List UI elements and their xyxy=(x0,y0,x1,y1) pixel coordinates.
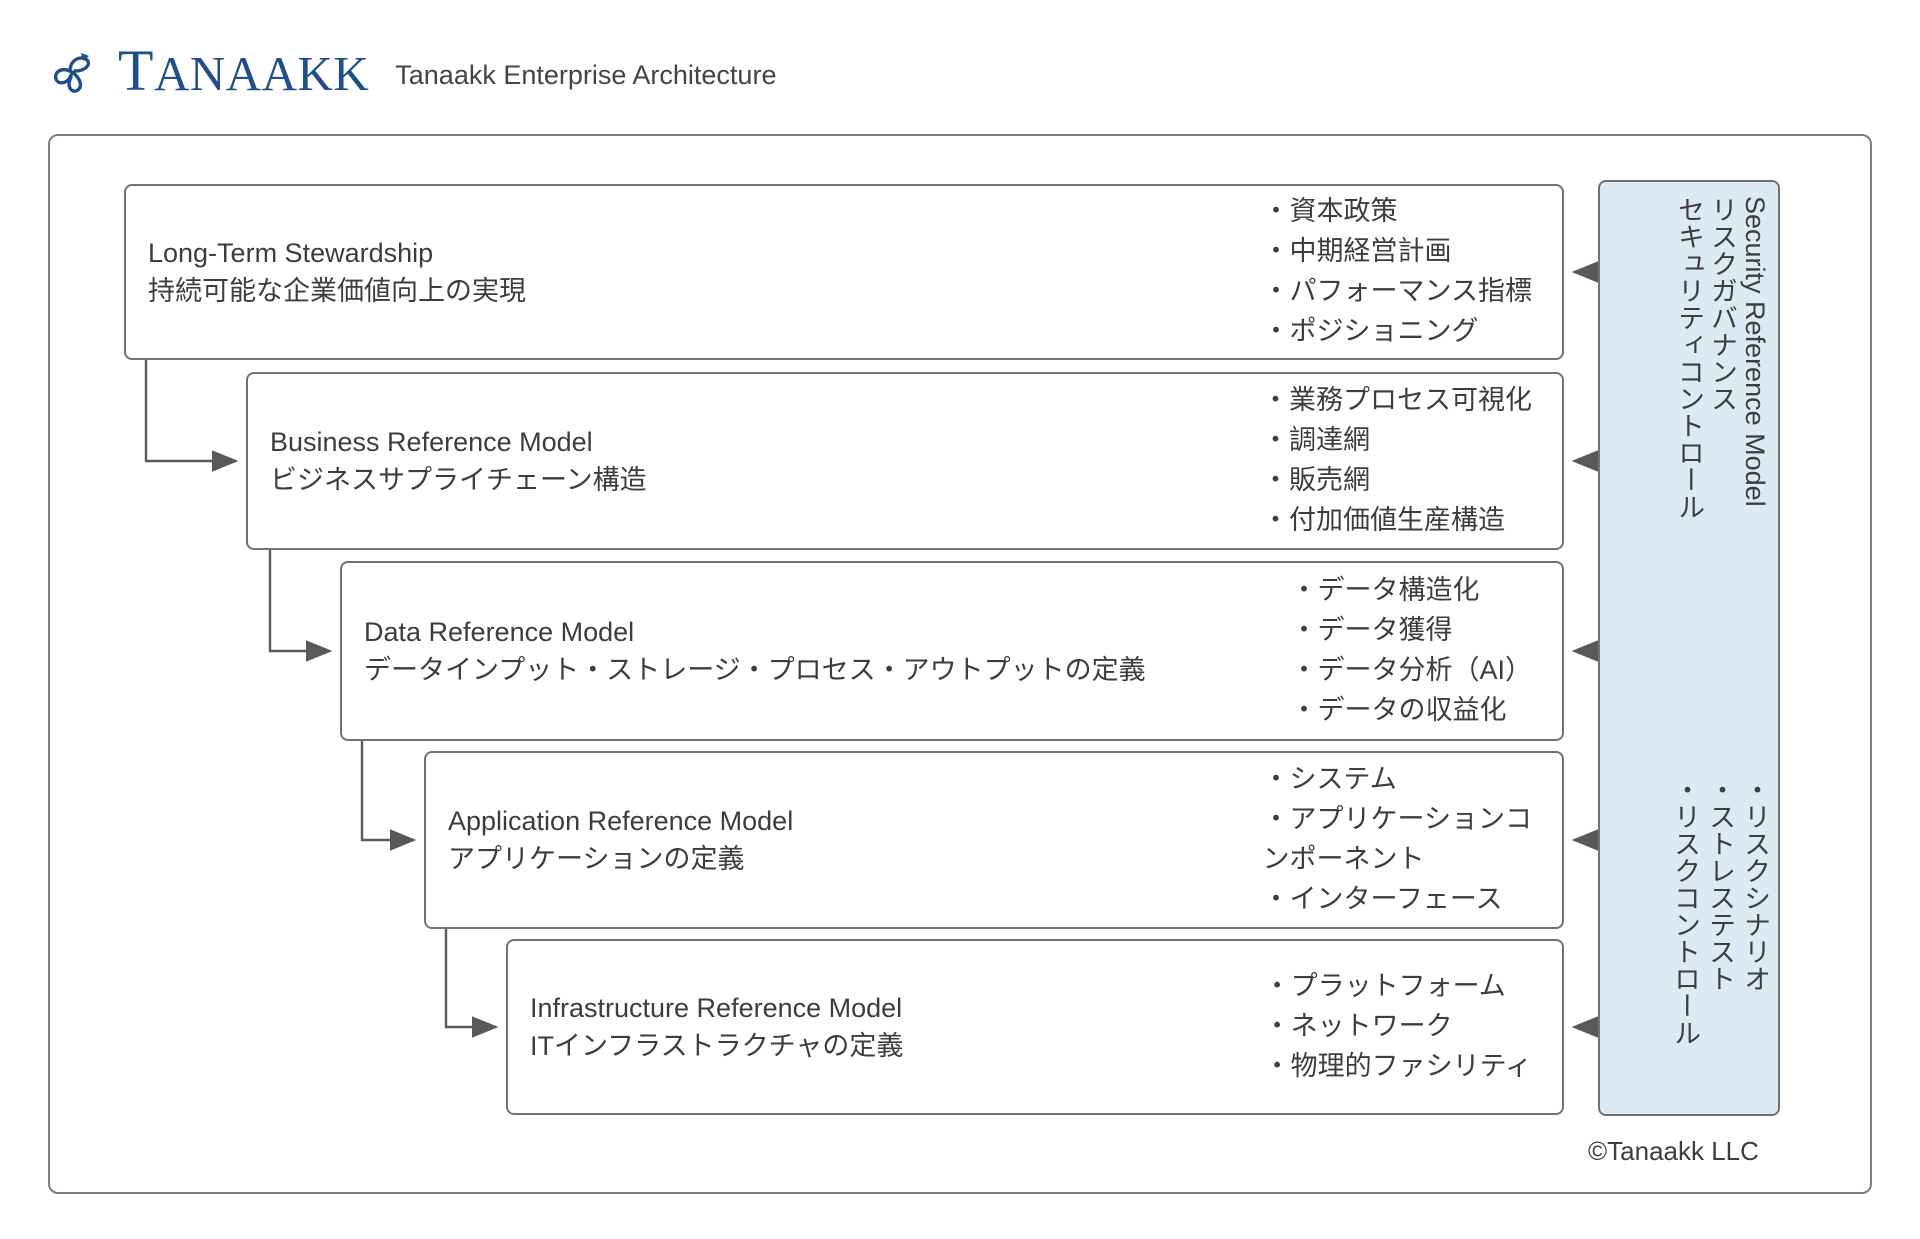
layer-box-long-term-stewardship[interactable]: Long-Term Stewardship 持続可能な企業価値向上の実現 資本政… xyxy=(124,184,1564,360)
header-subtitle: Tanaakk Enterprise Architecture xyxy=(395,59,777,90)
logo-wordmark-rest: ANAAKK xyxy=(153,46,370,101)
layer-title-en: Business Reference Model xyxy=(270,426,593,457)
layer-bullet: システム xyxy=(1263,760,1532,800)
security-panel-title-en: Security Reference Model xyxy=(1740,196,1770,507)
security-panel-subtitle-security-control: セキュリティコントロール xyxy=(1674,196,1704,520)
layer-labels: Infrastructure Reference Model ITインフラストラ… xyxy=(530,989,903,1066)
layer-bullet: 販売網 xyxy=(1262,461,1532,501)
layer-bullet: 調達網 xyxy=(1262,421,1532,461)
layer-title-en: Infrastructure Reference Model xyxy=(530,992,903,1023)
layer-bullet: 物理的ファシリティ xyxy=(1264,1047,1532,1087)
layer-title-en: Data Reference Model xyxy=(364,616,635,647)
layer-box-application-reference-model[interactable]: Application Reference Model アプリケーションの定義 … xyxy=(424,751,1564,929)
layer-bullet: データの収益化 xyxy=(1290,691,1532,731)
layer-bullets: システム アプリケーションコ ンポーネント インターフェース xyxy=(1263,760,1532,920)
layer-title-en: Long-Term Stewardship xyxy=(148,237,434,268)
tanaakk-triskelion-logo-icon xyxy=(53,53,91,93)
layer-bullets: 資本政策 中期経営計画 パフォーマンス指標 ポジショニング xyxy=(1263,192,1532,352)
layer-box-business-reference-model[interactable]: Business Reference Model ビジネスサプライチェーン構造 … xyxy=(246,372,1564,550)
layer-labels: Long-Term Stewardship 持続可能な企業価値向上の実現 xyxy=(148,234,526,311)
layer-labels: Application Reference Model アプリケーションの定義 xyxy=(448,802,793,879)
logo-wordmark-cap: T xyxy=(118,38,154,103)
layer-bullets: プラットフォーム ネットワーク 物理的ファシリティ xyxy=(1264,967,1532,1087)
layer-bullet: データ獲得 xyxy=(1290,611,1532,651)
layer-title-ja: ビジネスサプライチェーン構造 xyxy=(270,465,647,495)
layer-bullets: 業務プロセス可視化 調達網 販売網 付加価値生産構造 xyxy=(1262,381,1532,541)
security-reference-model-panel[interactable]: Security Reference Model リスクガバナンス セキュリティ… xyxy=(1598,180,1780,1116)
layer-title-ja: データインプット・ストレージ・プロセス・アウトプットの定義 xyxy=(364,655,1146,685)
layer-bullet: インターフェース xyxy=(1263,880,1532,920)
layer-bullet: 業務プロセス可視化 xyxy=(1262,381,1532,421)
layer-bullet: 資本政策 xyxy=(1263,192,1532,232)
brand-header: TANAAKK Tanaakk Enterprise Architecture xyxy=(48,42,776,100)
layer-bullet: ポジショニング xyxy=(1263,312,1532,352)
layer-box-infrastructure-reference-model[interactable]: Infrastructure Reference Model ITインフラストラ… xyxy=(506,939,1564,1115)
security-panel-subtitle-risk-governance: リスクガバナンス xyxy=(1707,196,1737,412)
layer-bullet: 付加価値生産構造 xyxy=(1262,501,1532,541)
layer-box-data-reference-model[interactable]: Data Reference Model データインプット・ストレージ・プロセス… xyxy=(340,561,1564,741)
logo-wordmark: TANAAKK xyxy=(118,42,369,100)
layer-bullet: パフォーマンス指標 xyxy=(1263,272,1532,312)
layer-bullet: データ構造化 xyxy=(1290,571,1532,611)
layer-bullet: ネットワーク xyxy=(1264,1007,1532,1047)
layer-labels: Data Reference Model データインプット・ストレージ・プロセス… xyxy=(364,613,1146,690)
layer-title-ja: アプリケーションの定義 xyxy=(448,844,745,874)
copyright-notice: ©Tanaakk LLC xyxy=(1588,1136,1759,1166)
layer-bullets: データ構造化 データ獲得 データ分析（AI） データの収益化 xyxy=(1290,571,1532,731)
layer-title-en: Application Reference Model xyxy=(448,805,794,836)
layer-bullet-continuation: ンポーネント xyxy=(1262,844,1425,874)
layer-title-ja: ITインフラストラクチャの定義 xyxy=(530,1031,904,1061)
layer-bullet: 中期経営計画 xyxy=(1263,232,1532,272)
layer-bullet: データ分析（AI） xyxy=(1290,651,1532,691)
layer-bullet: アプリケーションコ xyxy=(1263,800,1532,840)
logo-accent xyxy=(81,53,89,61)
architecture-frame: Long-Term Stewardship 持続可能な企業価値向上の実現 資本政… xyxy=(48,134,1872,1194)
layer-labels: Business Reference Model ビジネスサプライチェーン構造 xyxy=(270,423,647,500)
layer-title-ja: 持続可能な企業価値向上の実現 xyxy=(148,276,526,306)
layer-bullet: プラットフォーム xyxy=(1264,967,1532,1007)
